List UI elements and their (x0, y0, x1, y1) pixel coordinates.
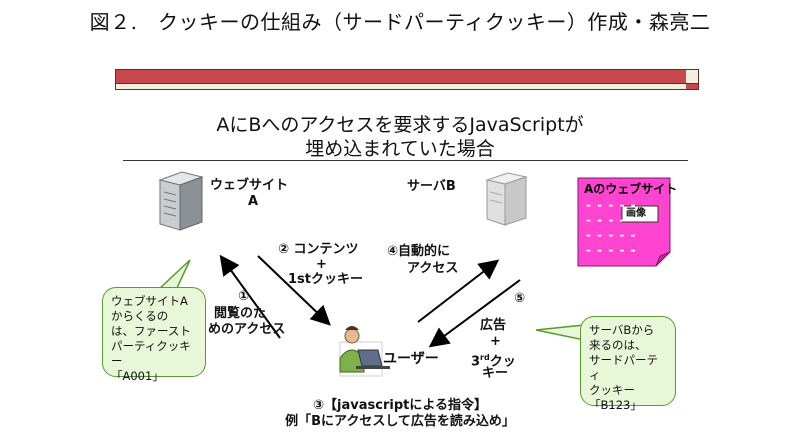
step-1-number: ① (238, 289, 250, 304)
step-3-text-line-1: ③【javascriptによる指令】 (313, 398, 487, 413)
callout-line: 来るのは、 (589, 338, 647, 352)
step-5-superscript: rd (480, 353, 490, 362)
callout-line: からくるの (111, 309, 169, 323)
step-1-text-line-1: 閲覧のた (214, 306, 267, 321)
site-card-shape (577, 177, 671, 267)
site-card-dash-4: - - - - - (586, 243, 637, 257)
left-callout-tail (156, 259, 191, 291)
site-card-dash-2: - - - - - (586, 213, 637, 227)
website-a-server-icon (158, 171, 204, 231)
callout-line: クッキー (589, 383, 635, 397)
first-party-callout: ウェブサイトA からくるの は、ファースト パーティクッキー 「A001」 (102, 287, 206, 383)
subtitle-line-2: 埋め込まれていた場合 (305, 138, 495, 160)
site-card-dash-3: - - - - - (586, 228, 637, 242)
callout-line: サーバBから (589, 323, 655, 337)
divider-rule (123, 160, 688, 161)
step-2-text-line-2: + (316, 257, 327, 272)
arrow-step-4 (417, 259, 500, 323)
callout-line: は、ファースト (111, 324, 191, 338)
arrow-step-1 (219, 254, 281, 339)
step-3-text-line-2: 例「Bにアクセスして広告を読み込め」 (285, 414, 515, 429)
callout-line: パーティクッキー (111, 339, 191, 368)
user-label: ユーザー (383, 351, 439, 367)
website-a-label: ウェブサイト (210, 178, 289, 193)
step-2-text-line-3: 1stクッキー (288, 272, 363, 287)
user-icon (339, 326, 390, 377)
site-card-title: Aのウェブサイト (584, 182, 678, 196)
decorative-bar-bottom-end (686, 83, 699, 90)
step-5-text-line-4: キー (482, 366, 509, 381)
site-card-dash-1: - - - - - (586, 198, 637, 212)
subtitle-line-1: AにBへのアクセスを要求するJavaScriptが (216, 114, 584, 136)
step-5-text-line-2: + (490, 334, 501, 349)
callout-line: 「A001」 (111, 369, 164, 383)
arrow-step-2 (257, 255, 331, 326)
step-4-text-line-2: アクセス (407, 261, 459, 276)
step-2-text-line-1: ② コンテンツ (278, 242, 359, 257)
arrow-step-5 (428, 279, 521, 348)
website-a-label-letter: A (248, 194, 259, 209)
step-5-text-line-3: 3rdクッ (471, 353, 516, 370)
callout-line: サードパーティ (589, 353, 658, 382)
step-5-number: ⑤ (514, 291, 526, 306)
step-1-text-line-2: めのアクセス (208, 322, 286, 337)
site-card-image-label: 画像 (626, 208, 646, 219)
third-party-callout: サーバBから 来るのは、 サードパーティ クッキー 「B123」 (580, 316, 676, 412)
callout-line: 「B123」 (589, 398, 642, 412)
callout-line: ウェブサイトA (111, 294, 188, 308)
figure-title: 図２. クッキーの仕組み（サードパーティクッキー）作成・森亮二 (89, 10, 711, 34)
step-5-text-line-1: 広告 (480, 318, 507, 333)
server-b-label: サーバB (407, 179, 456, 194)
server-b-icon (485, 172, 528, 226)
step-4-text-line-1: ④自動的に (387, 244, 451, 259)
